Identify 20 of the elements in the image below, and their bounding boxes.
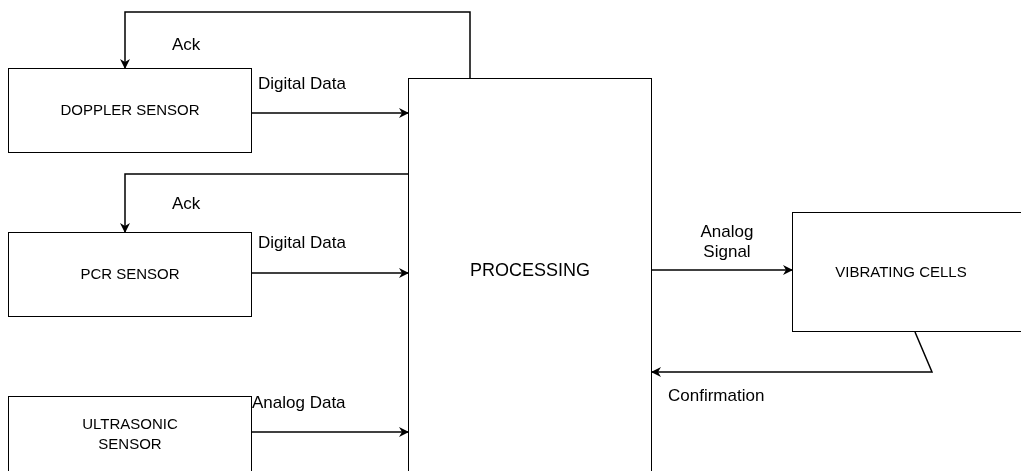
edge-label: Digital Data xyxy=(258,233,346,254)
process-box xyxy=(792,212,1021,332)
box-label: DOPPLER SENSOR xyxy=(60,100,200,121)
arrow xyxy=(251,427,409,437)
edge-label: Digital Data xyxy=(258,74,346,95)
arrow xyxy=(120,173,409,233)
arrow xyxy=(251,108,409,118)
box-label: PCR SENSOR xyxy=(80,264,180,285)
box-label: ULTRASONIC SENSOR xyxy=(81,413,179,454)
arrow xyxy=(651,265,793,275)
box-label: PROCESSING xyxy=(470,258,590,282)
process-box xyxy=(408,78,652,471)
arrow xyxy=(120,11,471,79)
process-box xyxy=(8,68,252,153)
process-box xyxy=(8,396,252,471)
arrow xyxy=(251,268,409,278)
arrow xyxy=(651,331,934,377)
box-label: VIBRATING CELLS xyxy=(835,261,967,282)
process-box xyxy=(8,232,252,317)
edge-label: Analog Data xyxy=(252,393,346,414)
